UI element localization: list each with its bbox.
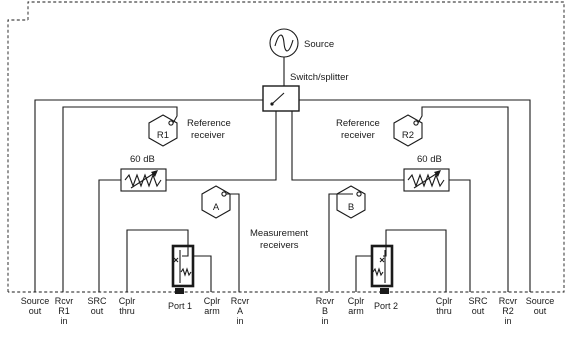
receiver-r2: R2: [393, 114, 423, 147]
instrument-boundary: [7, 1, 565, 293]
measurement-receivers-line2: receivers: [260, 240, 299, 251]
ref-receiver-left-line2: receiver: [191, 130, 225, 141]
ref-receiver-right-line2: receiver: [341, 130, 375, 141]
atten-right-label: 60 dB: [417, 154, 442, 165]
receiver-r1: R1: [148, 114, 178, 147]
attenuator-left: [120, 168, 167, 192]
receiver-a-label: A: [213, 202, 220, 213]
source-symbol: [269, 28, 299, 58]
receiver-r2-label: R2: [402, 130, 414, 141]
port-label-port-2: Port 2: [374, 301, 398, 311]
coupler-port-2: [355, 236, 394, 294]
ref-receiver-left-line1: Reference: [187, 118, 231, 129]
ref-receiver-right-line1: Reference: [336, 118, 380, 129]
switch-splitter: [262, 85, 300, 112]
receiver-b: B: [336, 185, 366, 219]
measurement-receivers-line1: Measurement: [250, 228, 308, 239]
port-label-port-1: Port 1: [168, 301, 192, 311]
receiver-r1-label: R1: [157, 130, 169, 141]
source-label: Source: [304, 39, 334, 50]
coupler-port-1: [171, 236, 212, 294]
atten-left-label: 60 dB: [130, 154, 155, 165]
switch-splitter-label: Switch/splitter: [290, 72, 349, 83]
receiver-b-label: B: [348, 202, 354, 213]
receiver-a: A: [201, 185, 231, 219]
attenuator-right: [403, 168, 450, 192]
